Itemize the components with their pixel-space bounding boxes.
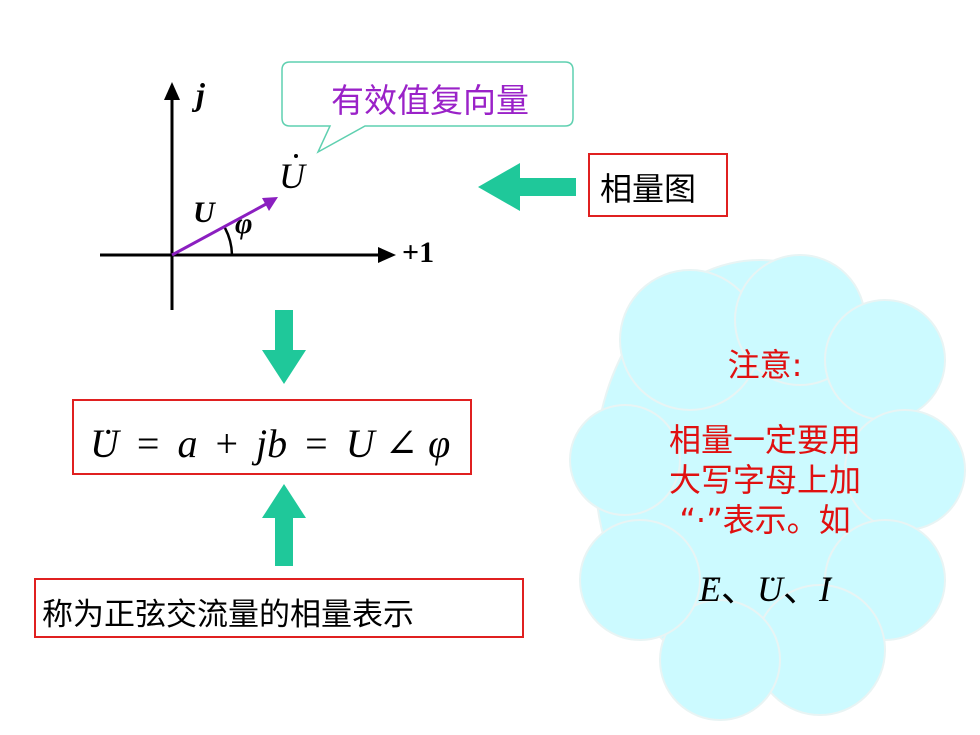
- example-sep-2: 、: [783, 569, 820, 609]
- formula-plus: +: [215, 421, 239, 466]
- note-line-2: 大写字母上加: [668, 461, 861, 499]
- formula-lhs: U ·: [90, 412, 119, 466]
- real-axis-label: +1: [402, 236, 435, 269]
- note-line-1: 相量一定要用: [668, 421, 861, 459]
- example-e: E·: [698, 563, 721, 610]
- note-line-3: “·”表示。如: [679, 501, 851, 539]
- arrow-down-icon: [262, 310, 306, 384]
- phasor-dot: [294, 154, 298, 158]
- caption-text: 称为正弦交流量的相量表示: [42, 597, 414, 633]
- magnitude-symbol: U: [193, 196, 215, 229]
- phasor-vector: [171, 201, 269, 257]
- formula-eq1: =: [136, 421, 160, 466]
- phasor-symbol: U: [279, 156, 305, 196]
- note-title: 注意:: [727, 346, 803, 384]
- arrow-left-icon: [478, 163, 576, 211]
- formula-angle: ∠: [384, 421, 419, 466]
- formula-eq2: =: [305, 421, 328, 466]
- real-axis-arrowhead: [378, 247, 396, 263]
- phasor-diagram-box: [588, 153, 728, 217]
- note-examples: E·、U·、I·: [640, 560, 890, 612]
- note-cloud: [569, 254, 966, 721]
- example-u: U·: [757, 563, 783, 610]
- imag-axis-label: j: [196, 76, 205, 112]
- arrow-up-icon: [262, 484, 306, 566]
- angle-symbol: φ: [235, 207, 253, 240]
- phasor-formula: U · = a + jb = U ∠ φ: [90, 412, 451, 467]
- phasor-diagram-label: 相量图: [600, 170, 697, 208]
- callout-text: 有效值复向量: [331, 81, 529, 120]
- formula-phi: φ: [428, 421, 451, 466]
- angle-arc: [223, 227, 234, 256]
- formula-dot: ·: [103, 412, 113, 452]
- example-sep-1: 、: [720, 569, 757, 609]
- example-i: I·: [819, 563, 835, 610]
- callout-bubble: [281, 61, 574, 154]
- formula-box: [72, 399, 472, 475]
- formula-mag: U: [345, 421, 375, 466]
- imag-axis-arrowhead: [164, 82, 180, 100]
- formula-a: a: [177, 421, 198, 466]
- phasor-arrowhead: [262, 197, 278, 211]
- formula-jb: jb: [256, 421, 288, 466]
- caption-box: [34, 578, 524, 638]
